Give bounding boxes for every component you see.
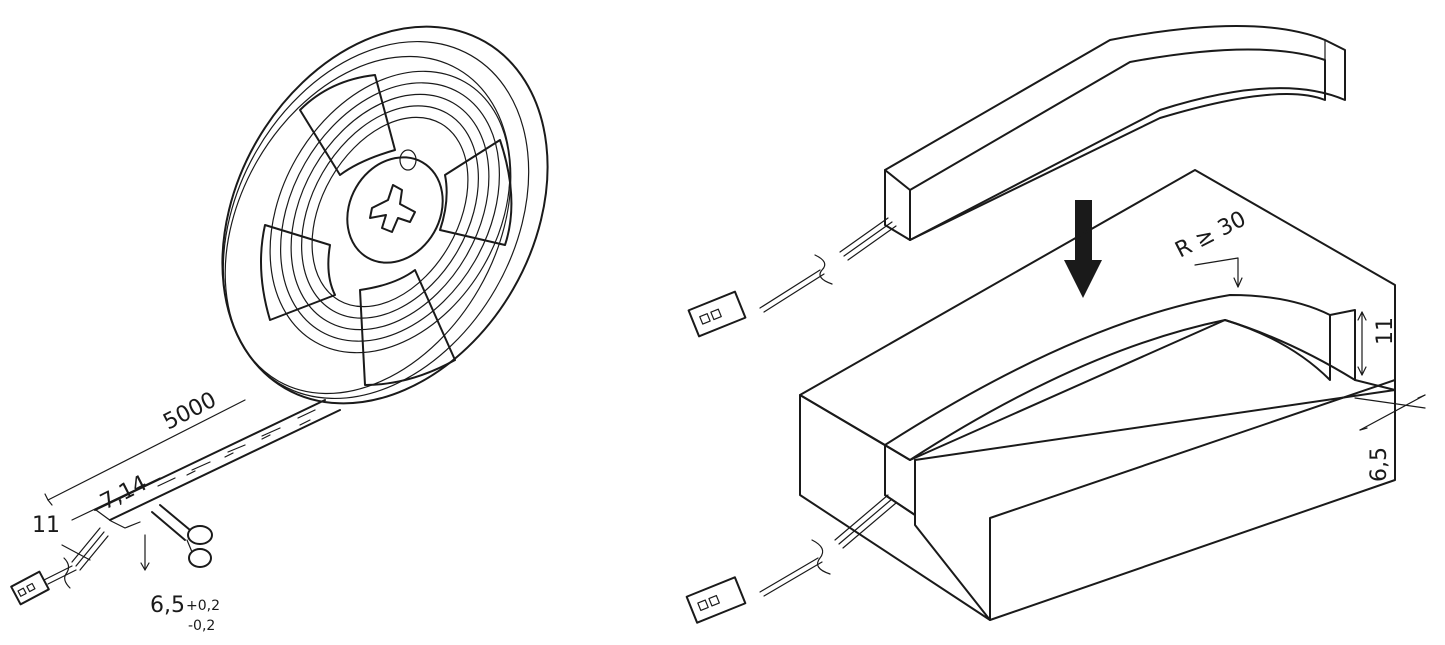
right-dimension-lines xyxy=(1194,257,1426,431)
dimension-segment: 7,14 xyxy=(96,471,151,516)
strip-connector-cable xyxy=(10,527,109,606)
unwound-strip xyxy=(94,399,341,529)
dimension-height: 11 xyxy=(1373,317,1398,345)
tolerance-minus: -0,2 xyxy=(188,618,215,634)
led-strip-reel: 5000 7,14 11 6,5 +0,2 -0,2 xyxy=(10,25,549,634)
dimension-width: 6,5 xyxy=(150,593,185,618)
scissors-icon xyxy=(151,504,213,568)
tolerance-plus: +0,2 xyxy=(186,598,220,614)
reel-hub xyxy=(346,149,444,264)
block-cable xyxy=(685,494,897,624)
dimension-small: 11 xyxy=(32,513,60,538)
aluminium-profile-block xyxy=(799,169,1396,621)
reel-outer-rim xyxy=(221,25,549,405)
dimension-groove: 6,5 xyxy=(1367,447,1392,482)
profile-cable xyxy=(687,217,897,338)
reel-wound-strip xyxy=(269,70,511,354)
reel-spokes xyxy=(260,74,513,386)
left-dimension-lines xyxy=(44,399,246,571)
insertion-arrow-icon xyxy=(1064,200,1102,298)
neon-strip-profile xyxy=(884,25,1346,241)
dimension-radius: R ≥ 30 xyxy=(1171,207,1250,264)
